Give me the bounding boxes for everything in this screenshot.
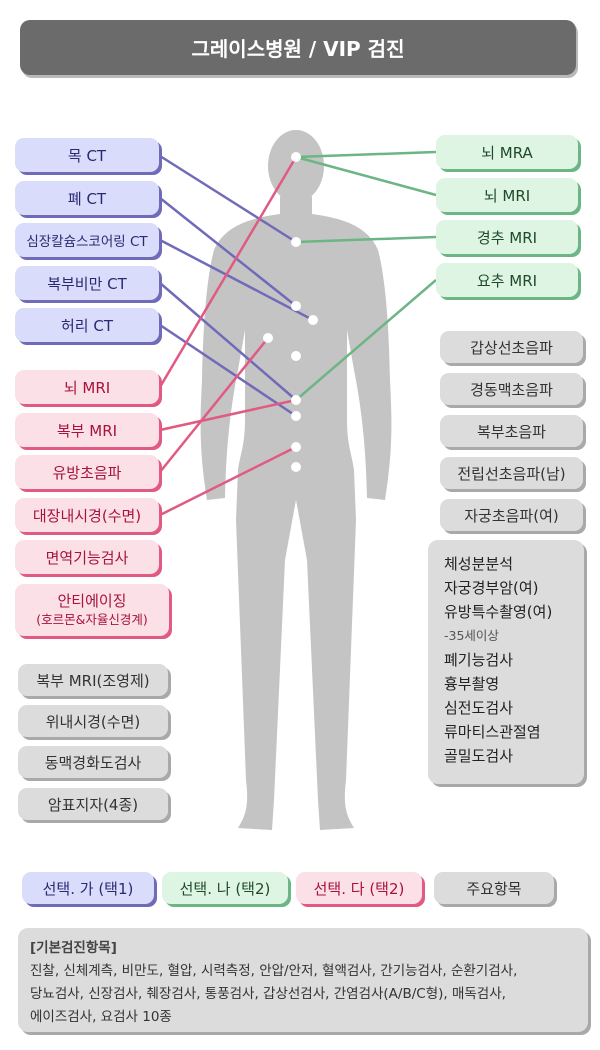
main-item: 자궁초음파(여) — [440, 499, 583, 531]
list-item-note: -35세이상 — [444, 628, 499, 643]
option-na-item: 뇌 MRI — [436, 178, 578, 212]
basic-checkup-line: 당뇨검사, 신장검사, 췌장검사, 통풍검사, 갑상선검사, 간염검사(A/B/… — [30, 986, 506, 1002]
antiaging-sub-label: (호르몬&자율신경계) — [36, 611, 148, 627]
legend-option-da: 선택. 다 (택2) — [296, 872, 422, 904]
main-item: 동맥경화도검사 — [18, 746, 168, 778]
option-da-item: 유방초음파 — [15, 455, 159, 489]
list-item: 심전도검사 — [444, 699, 514, 717]
list-item: 자궁경부암(여) — [444, 579, 539, 597]
main-item: 전립선초음파(남) — [440, 457, 583, 489]
main-item: 갑상선초음파 — [440, 331, 583, 363]
option-ga-item: 복부비만 CT — [15, 266, 159, 300]
option-na-item: 경추 MRI — [436, 220, 578, 254]
list-item: 폐기능검사 — [444, 651, 514, 669]
main-item: 복부 MRI(조영제) — [18, 664, 168, 696]
basic-checkup-line: 에이즈검사, 요검사 10종 — [30, 1009, 172, 1025]
connectors-green — [295, 150, 437, 401]
list-item: 류마티스관절염 — [444, 723, 541, 741]
legend-option-ga: 선택. 가 (택1) — [22, 872, 154, 904]
list-item: 체성분분석 — [444, 555, 514, 573]
body-silhouette — [200, 130, 392, 830]
connectors-purple — [159, 154, 314, 418]
option-da-item: 복부 MRI — [15, 413, 159, 447]
option-da-item-antiaging: 안티에이징 (호르몬&자율신경계) — [15, 584, 169, 636]
connectors-pink — [158, 156, 298, 517]
basic-checkup-title: [기본검진항목] — [30, 940, 117, 956]
main-item: 암표지자(4종) — [18, 788, 168, 820]
antiaging-label: 안티에이징 — [57, 592, 127, 611]
option-ga-item: 목 CT — [15, 138, 159, 172]
main-item: 위내시경(수면) — [18, 705, 168, 737]
main-item: 경동맥초음파 — [440, 373, 583, 405]
legend-option-na: 선택. 나 (택2) — [162, 872, 288, 904]
option-ga-item: 심장칼슘스코어링 CT — [15, 223, 159, 257]
page-title: 그레이스병원 / VIP 검진 — [20, 20, 576, 75]
main-items-list: 체성분분석 자궁경부암(여) 유방특수촬영(여) -35세이상 폐기능검사 흉부… — [428, 540, 584, 784]
list-item: 유방특수촬영(여) — [444, 603, 553, 621]
option-na-item: 뇌 MRA — [436, 135, 578, 169]
option-da-item: 면역기능검사 — [15, 540, 159, 574]
legend-main-items: 주요항목 — [434, 872, 554, 904]
body-points — [263, 152, 318, 472]
option-ga-item: 허리 CT — [15, 308, 159, 342]
option-da-item: 대장내시경(수면) — [15, 498, 159, 532]
option-da-item: 뇌 MRI — [15, 370, 159, 404]
list-item: 골밀도검사 — [444, 747, 514, 765]
main-item: 복부초음파 — [440, 415, 583, 447]
basic-checkup-line: 진찰, 신체계측, 비만도, 혈압, 시력측정, 안압/안저, 혈액검사, 간기… — [30, 963, 518, 979]
option-ga-item: 폐 CT — [15, 181, 159, 215]
list-item: 흉부촬영 — [444, 675, 500, 693]
option-na-item: 요추 MRI — [436, 263, 578, 297]
basic-checkup-items: [기본검진항목] 진찰, 신체계측, 비만도, 혈압, 시력측정, 안압/안저,… — [18, 928, 588, 1032]
